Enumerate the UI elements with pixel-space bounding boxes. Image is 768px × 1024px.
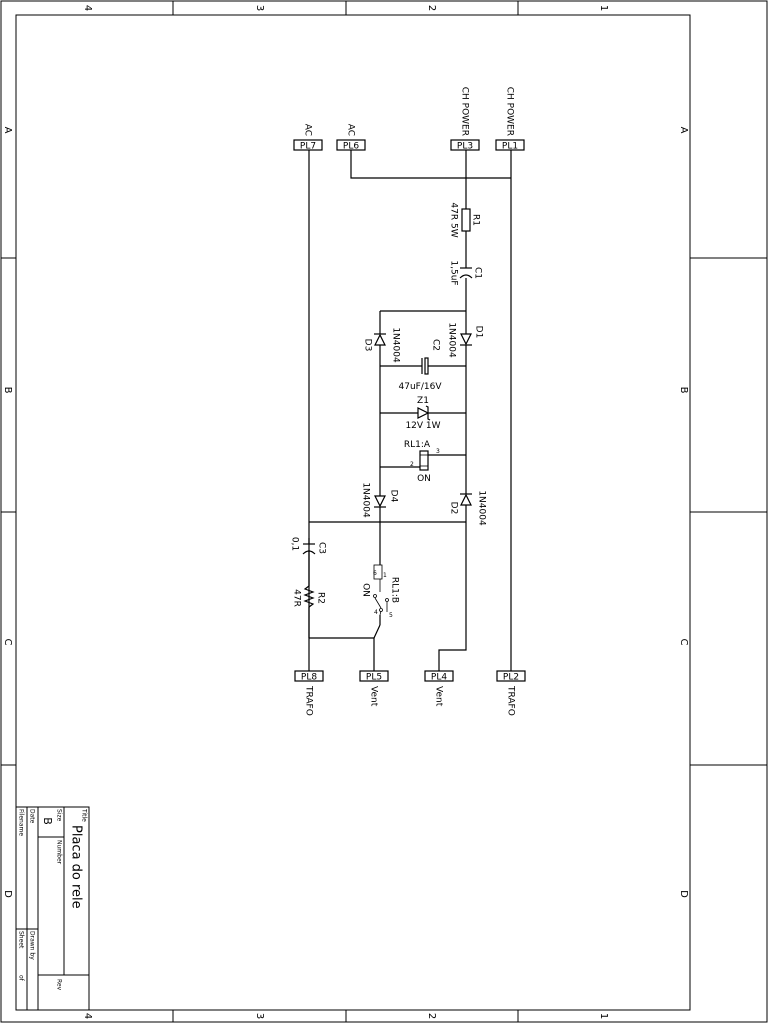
pl7-ref: PL7	[300, 142, 316, 152]
relay-contact-rl1b: RL1:B ON 1 6 4 5	[361, 564, 400, 619]
pl4-ref: PL4	[431, 673, 447, 683]
connector-pl3: PL3 CH POWER	[450, 87, 480, 152]
zone-row-d-left: D	[2, 890, 13, 898]
date-label: Date	[29, 809, 36, 824]
zone-col-2-bottom: 2	[426, 1013, 437, 1019]
zone-row-d-right: D	[678, 890, 689, 898]
connector-pl8: PL8 TRAFO	[294, 670, 324, 716]
d1-ref: D1	[474, 326, 484, 339]
pl8-ref: PL8	[301, 673, 317, 683]
z1-ref: Z1	[417, 396, 429, 406]
drawn-by-label: Drawn by	[29, 931, 36, 960]
zone-col-1-top: 1	[598, 5, 609, 11]
r1-value: 47R 5W	[449, 202, 459, 237]
zone-col-2-top: 2	[426, 5, 437, 11]
d1-value: 1N4004	[447, 322, 457, 358]
c2-value: 47uF/16V	[399, 382, 443, 392]
sheet-label: Sheet	[18, 931, 25, 949]
z1-value: 12V 1W	[405, 421, 440, 431]
relay-coil-rl1a: RL1:A ON 2 3	[404, 440, 440, 484]
pl3-net: CH POWER	[460, 87, 470, 136]
pl3-ref: PL3	[457, 142, 473, 152]
pl6-net: AC	[346, 124, 356, 136]
rl1a-ref: RL1:A	[404, 440, 431, 450]
resistor-r2: R2 47R	[292, 585, 326, 638]
zone-col-3-bottom: 3	[254, 1013, 265, 1019]
zone-row-c-right: C	[678, 639, 689, 646]
d3-ref: D3	[363, 339, 373, 352]
of-label: of	[18, 975, 25, 982]
rl1b-pin6: 6	[373, 570, 377, 577]
rl1b-pin4: 4	[374, 609, 378, 616]
zone-row-a-left: A	[2, 127, 13, 134]
pl5-ref: PL5	[366, 673, 382, 683]
d4-ref: D4	[389, 490, 399, 503]
r2-value: 47R	[292, 589, 302, 607]
connector-pl1: PL1 CH POWER	[495, 87, 525, 152]
pl2-ref: PL2	[503, 673, 519, 683]
c1-value: 1,5uF	[449, 260, 459, 285]
capacitor-c1: C1 1,5uF	[449, 260, 483, 285]
capacitor-c2: C2 47uF/16V	[399, 339, 443, 392]
zone-row-b-right: B	[678, 387, 689, 394]
diode-d3: D3 1N4004	[363, 327, 401, 363]
c3-value: 0,1	[290, 537, 300, 551]
diode-d2: D2 1N4004	[449, 490, 487, 526]
pl7-net: AC	[303, 124, 313, 136]
size-value: B	[41, 817, 54, 825]
pl2-net: TRAFO	[506, 685, 516, 716]
size-label: Size	[56, 809, 63, 822]
rl1a-pin3: 3	[436, 448, 440, 455]
d4-value: 1N4004	[361, 482, 371, 518]
filename-label: Filename	[18, 809, 25, 836]
zone-row-b-left: B	[2, 387, 13, 394]
zone-row-c-left: C	[2, 639, 13, 646]
zone-col-3-top: 3	[254, 5, 265, 11]
pl5-net: Vent	[369, 686, 379, 707]
connector-pl6: PL6 AC	[336, 124, 366, 152]
rl1b-ref: RL1:B	[390, 577, 400, 603]
zone-row-a-right: A	[678, 127, 689, 134]
resistor-r1: R1 47R 5W	[449, 202, 481, 237]
rl1b-state: ON	[361, 583, 371, 597]
r2-ref: R2	[316, 592, 326, 604]
d2-ref: D2	[449, 502, 459, 515]
capacitor-c3: C3 0,1	[290, 537, 327, 586]
rl1b-pin1: 1	[383, 572, 387, 579]
c2-ref: C2	[431, 339, 441, 351]
pl8-net: TRAFO	[304, 685, 314, 716]
d3-value: 1N4004	[391, 327, 401, 363]
r1-ref: R1	[471, 214, 481, 226]
title-block: Title Placa do rele Size B Number Rev Da…	[15, 806, 90, 1011]
diode-d1: D1 1N4004	[447, 322, 484, 358]
rl1a-state: ON	[417, 474, 431, 484]
pl4-net: Vent	[434, 686, 444, 707]
number-label: Number	[56, 840, 63, 865]
d2-value: 1N4004	[477, 490, 487, 526]
rev-label: Rev	[56, 979, 63, 991]
zone-col-4-bottom: 4	[82, 1013, 93, 1019]
title-label: Title	[81, 808, 88, 822]
diode-d4: D4 1N4004	[361, 482, 399, 518]
zener-z1: Z1 12V 1W	[405, 396, 440, 431]
pl6-ref: PL6	[343, 142, 359, 152]
rl1a-pin2: 2	[410, 461, 414, 468]
connector-pl7: PL7 AC	[293, 124, 323, 152]
connector-pl4: PL4 Vent	[424, 670, 454, 707]
c1-ref: C1	[473, 267, 483, 279]
connector-pl2: PL2 TRAFO	[496, 670, 526, 716]
title-value: Placa do rele	[69, 825, 84, 909]
wires	[308, 150, 512, 671]
zone-col-1-bottom: 1	[598, 1013, 609, 1019]
c3-ref: C3	[317, 542, 327, 554]
connector-pl5: PL5 Vent	[359, 670, 389, 707]
zone-col-4-top: 4	[82, 5, 93, 11]
pl1-net: CH POWER	[505, 87, 515, 136]
rl1b-pin5: 5	[389, 612, 393, 619]
pl1-ref: PL1	[502, 142, 518, 152]
